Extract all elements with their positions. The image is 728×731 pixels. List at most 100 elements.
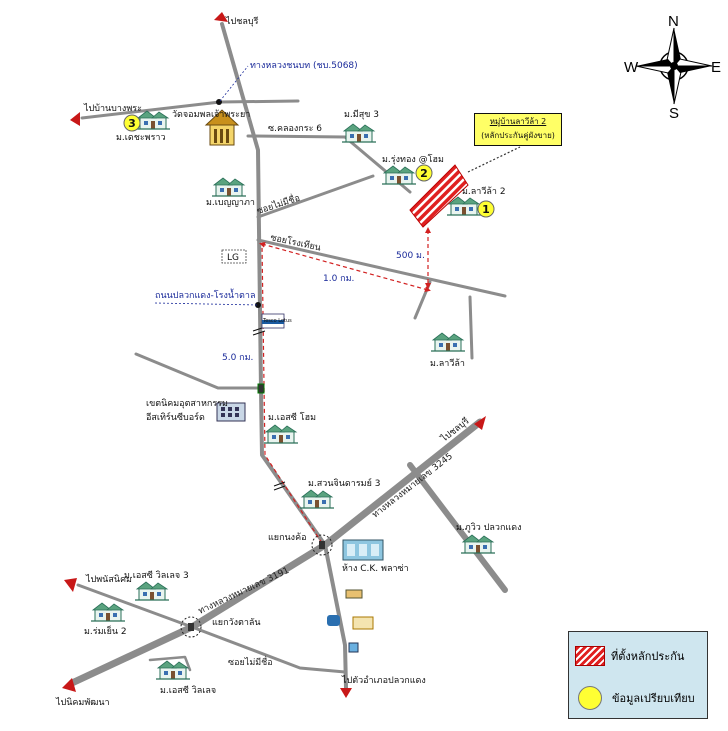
village-detprawan-label: ม.เดชะพราว [116,133,166,143]
arrow-west [70,112,80,126]
road-soi-rong-thian [256,238,507,298]
road-soi-unnamed-1-label: ซอยไม่มีชื่อ [255,191,302,217]
arrow-southwest-2 [62,678,76,692]
dest-west-label: ไปบ้านบางพระ [83,103,142,114]
village-lawila-label: ม.ลาวีล้า [430,358,465,369]
factory-icon [216,402,246,422]
legend-comparison-label: ข้อมูลเปรียบเทียบ [612,692,695,705]
comparison-marker-3: 3 [123,114,141,132]
road-sw-phanat [76,583,194,629]
collateral-site [409,164,469,228]
road-khlong-kra-label: ซ.คลองกระ 6 [268,124,322,134]
village-rung-thong-label: ม.รุ่งทอง @โฮม [382,154,444,165]
compass-n: N [668,13,679,30]
road-pluak-daeng-label: ถนนปลวกแดง-โรงน้ำตาล [155,288,255,301]
collateral-callout: หมู่บ้านลาวีล้า 2 (หลักประกันคู่ผังขาย) [474,113,562,146]
signal-3 [257,383,265,394]
arrow-east-hwy [474,416,486,430]
road-rural-leader [219,65,249,102]
dest-south-label: ไปตัวอำเภอปลวกแดง [341,675,426,686]
industrial-label-2: อีสเทิร์นซีบอร์ด [146,411,205,423]
road-soi-unnamed-1 [256,174,375,219]
road-south-pluak-daeng [323,543,348,690]
village-sc-home-label: ม.เอสซี โฮม [268,412,316,423]
house-icon-lawila [430,332,466,352]
road-hwy-3245 [321,418,484,549]
dest-north-label: ไปชลบุรี [225,16,259,27]
road-rural-label: ทางหลวงชนบท (ชบ.5068) [250,61,358,71]
village-sc-village-3-label: ม.เอสซี วิลเลจ 3 [124,570,189,581]
house-icon-sc-village [155,660,191,680]
lotus-label: Tesco Lotus [262,318,292,324]
comparison-marker-2: 2 [415,164,433,182]
lotus-sign [261,313,285,329]
temple-icon [204,109,240,146]
house-icon-mi-suk [341,123,377,143]
callout-line-2: (หลักประกันคู่ผังขาย) [481,131,555,140]
junction-nong-kho [311,534,333,556]
legend-hatch-swatch [575,646,605,666]
village-benya-phan-label: ม.เบญญาภา [206,198,255,208]
house-icon-rung-thong [381,165,417,185]
signal-2 [188,623,194,631]
bridge-mark-2 [273,481,286,491]
village-romyen-2-label: ม.ร่มเย็น 2 [84,624,127,637]
road-branch-lawila [468,295,474,360]
house-icon-sc-village-3 [134,581,170,601]
road-hwy-3191-label: ทางหลวงหมายเลข 3191 [197,566,291,617]
village-lawila-2-label: ม.ลาวีล้า 2 [462,186,506,197]
comparison-marker-1: 1 [477,200,495,218]
village-suan-chan-label: ม.สวนจินดารมย์ 3 [308,477,380,489]
destination-arrows [62,12,486,698]
temple-label: วัดจอมพลเจ้าพระยา [172,109,250,120]
legend-row-comparison: ข้อมูลเปรียบเทียบ [575,686,695,710]
signal-1 [319,541,325,549]
marker-label-3: 3 [128,117,136,130]
lg-label: LG [227,253,239,263]
arrow-southwest-1 [64,578,77,592]
village-sc-village-label: ม.เอสซี วิลเลจ [160,685,216,696]
industrial-label-1: เขตนิคมอุตสาหกรรม [146,398,228,409]
arrow-north [214,12,228,22]
route-1km [259,241,431,293]
dest-southwest-2-label: ไปนิคมพัฒนา [55,697,110,708]
road-pluak-daeng-leader [154,302,259,306]
compass-rose: N S E W [624,13,721,122]
shop-icons [327,589,374,653]
house-icon-sc-home [263,424,299,444]
legend-marker-dot [578,686,602,710]
marker-label-1: 1 [482,203,490,216]
distance-1km-label: 1.0 กม. [323,274,354,284]
road-phu-wiw [407,462,508,593]
compass-w: W [624,59,639,76]
road-soi-unnamed-2 [190,625,347,674]
village-mi-suk-label: ม.มีสุข 3 [344,109,379,120]
house-icon-suan-chan [299,489,335,509]
road-soi-rong-thian-label: ซอยโรงเทียน [269,232,321,253]
lg-sign [221,249,247,264]
legend-collateral-label: ที่ตั้งหลักประกัน [611,650,685,663]
road-loop-sc-village [148,655,192,672]
callout-line-1: หมู่บ้านลาวีล้า 2 [489,117,547,126]
village-phu-wiw-label: ม.ภูวิว ปลวกแดง [456,522,521,533]
dest-southwest-1-label: ไปพนัสนิคม [85,574,132,585]
callout-leader [467,146,521,173]
mall-label: ห้าง C.K. พลาซ่า [342,563,409,574]
mall-icon [342,539,384,561]
compass-s: S [669,105,679,122]
house-icon-benya-phan [211,177,247,197]
map-legend: ที่ตั้งหลักประกัน ข้อมูลเปรียบเทียบ [568,631,708,719]
junction-wang-tan-label: แยกวังตาลัน [212,618,261,628]
arrow-south [340,688,352,698]
road-industrial [134,352,264,390]
junction-nong-kho-label: แยกนงค้อ [268,532,307,543]
marker-label-2: 2 [420,167,428,180]
legend-row-collateral: ที่ตั้งหลักประกัน [575,646,684,666]
junction-wang-tan [180,616,202,638]
distance-500m-label: 500 ม. [396,251,425,261]
road-soi-unnamed-2-label: ซอยไม่มีชื่อ [228,655,273,668]
distance-5km-label: 5.0 กม. [222,353,253,363]
compass-e: E [711,59,721,76]
house-icon-romyen-2 [90,602,126,622]
